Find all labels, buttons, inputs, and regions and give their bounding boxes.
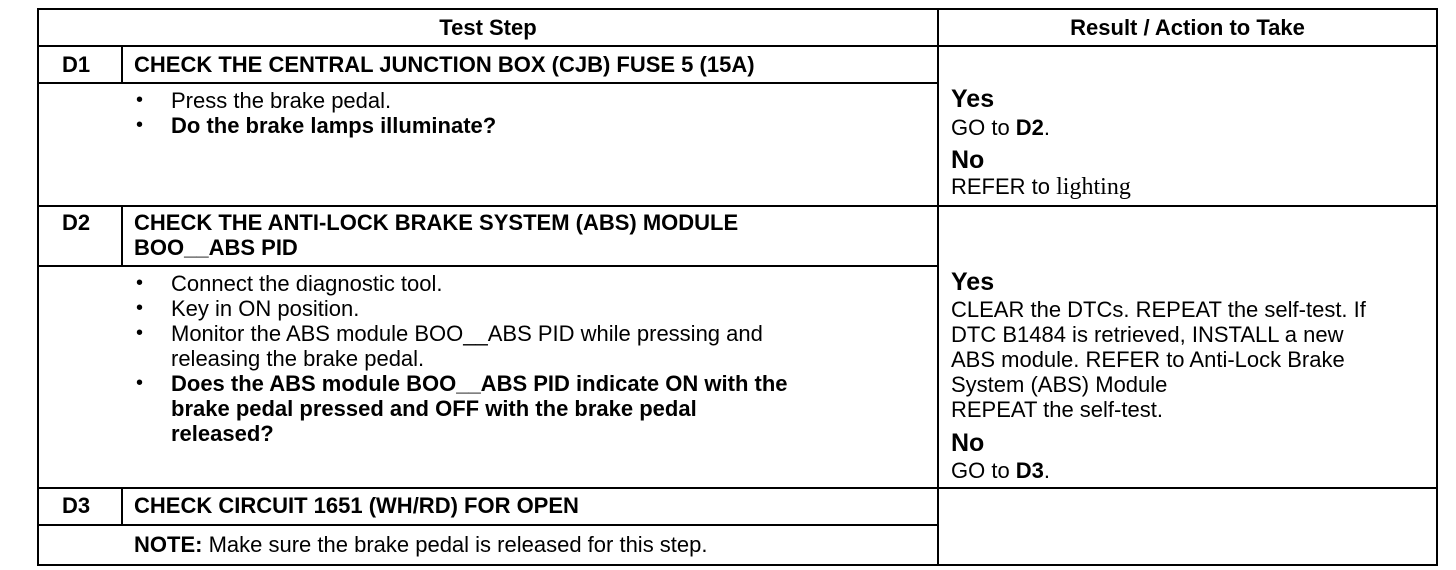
- bullet: •: [136, 272, 144, 294]
- result-yes-line: DTC B1484 is retrieved, INSTALL a new: [951, 322, 1344, 347]
- step-title-d2-line2: BOO__ABS PID: [134, 235, 298, 260]
- step-question-d1: Do the brake lamps illuminate?: [171, 113, 497, 138]
- step-note-d3: NOTE: Make sure the brake pedal is relea…: [134, 532, 708, 557]
- step-id-d3: D3: [62, 493, 91, 518]
- step-question-d2-line1: Does the ABS module BOO__ABS PID indicat…: [171, 371, 788, 396]
- result-no-label-d2: No: [951, 429, 985, 457]
- result-no-goto: GO to: [951, 458, 1016, 483]
- step-title-d3: CHECK CIRCUIT 1651 (WH/RD) FOR OPEN: [134, 493, 579, 518]
- result-yes-text-d1: GO to D2.: [951, 115, 1050, 140]
- result-yes-label-d1: Yes: [951, 85, 995, 113]
- result-no-refer: REFER to: [951, 174, 1057, 199]
- step-title-d2-line1: CHECK THE ANTI-LOCK BRAKE SYSTEM (ABS) M…: [134, 210, 739, 235]
- step-question-d2-line2: brake pedal pressed and OFF with the bra…: [171, 396, 697, 421]
- bullet: •: [136, 322, 144, 344]
- bullet: •: [136, 372, 144, 394]
- step-item-d2: Key in ON position.: [171, 296, 360, 321]
- result-no-ref-d2[interactable]: D3: [1015, 458, 1044, 483]
- bullet: •: [136, 114, 144, 136]
- step-question-d2-line3: released?: [171, 421, 274, 446]
- step-id-d2: D2: [62, 210, 91, 235]
- bullet: •: [136, 297, 144, 319]
- result-no-text-d1: REFER to lighting: [951, 174, 1131, 200]
- period: .: [1043, 115, 1051, 140]
- note-text: Make sure the brake pedal is released fo…: [202, 532, 708, 557]
- step-item-d1: Press the brake pedal.: [171, 88, 392, 113]
- result-no-label-d1: No: [951, 146, 985, 174]
- bullet: •: [136, 89, 144, 111]
- step-title-d1: CHECK THE CENTRAL JUNCTION BOX (CJB) FUS…: [134, 52, 755, 77]
- header-result-action: Result / Action to Take: [1070, 15, 1305, 40]
- result-yes-goto: GO to: [951, 115, 1016, 140]
- step-id-d1: D1: [62, 52, 91, 77]
- period: .: [1043, 458, 1051, 483]
- result-no-link-d1[interactable]: lighting: [1056, 174, 1131, 200]
- result-yes-line: ABS module. REFER to Anti-Lock Brake: [951, 347, 1345, 372]
- result-yes-line: System (ABS) Module: [951, 372, 1168, 397]
- header-test-step: Test Step: [439, 15, 537, 40]
- step-item-d2-continued: releasing the brake pedal.: [171, 346, 425, 371]
- result-yes-label-d2: Yes: [951, 268, 995, 296]
- step-item-d2: Connect the diagnostic tool.: [171, 271, 443, 296]
- result-yes-line: REPEAT the self-test.: [951, 397, 1163, 422]
- result-yes-line: CLEAR the DTCs. REPEAT the self-test. If: [951, 297, 1366, 322]
- result-yes-ref-d1[interactable]: D2: [1015, 115, 1044, 140]
- note-label: NOTE:: [134, 532, 203, 557]
- result-no-text-d2: GO to D3.: [951, 458, 1050, 483]
- step-item-d2: Monitor the ABS module BOO__ABS PID whil…: [171, 321, 763, 346]
